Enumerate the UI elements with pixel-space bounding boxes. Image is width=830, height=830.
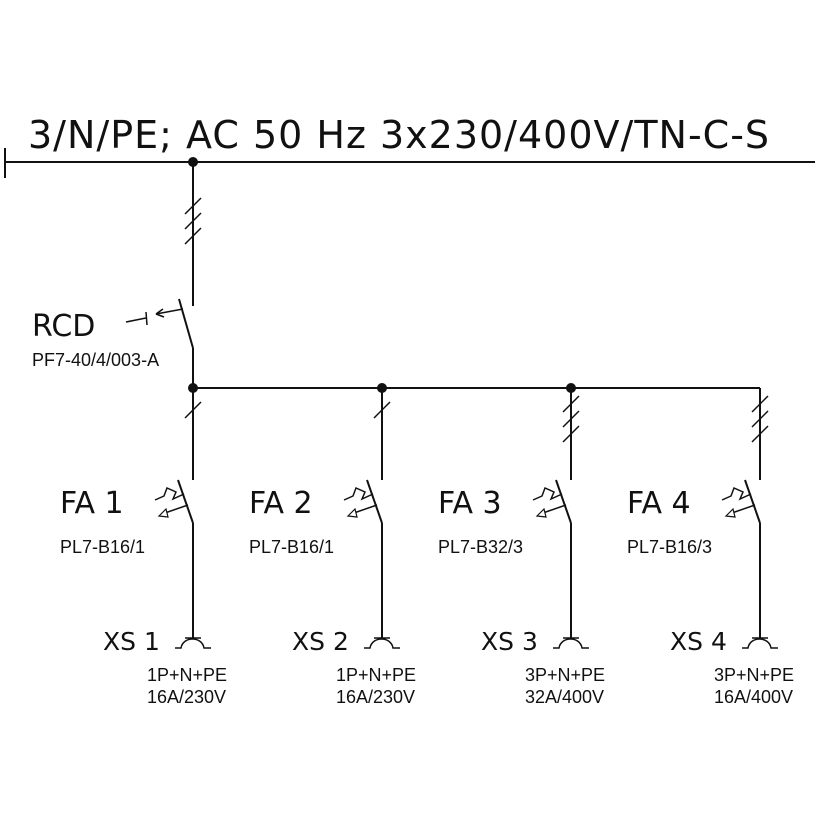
socket-type: 3P+N+PE [525, 665, 605, 685]
conductor-slash [184, 401, 202, 419]
socket-outlet-icon [742, 637, 778, 649]
rcd-feeder: RCD PF7-40/4/003-A [32, 162, 202, 388]
breaker-label: FA 3 [438, 486, 502, 521]
trip-arrow-icon [157, 507, 169, 518]
supply-label: 3/N/PE; AC 50 Hz 3x230/400V/TN-C-S [28, 113, 770, 157]
breaker-switch-blade [744, 479, 761, 524]
conductor-slash [562, 425, 580, 443]
breaker-model: PL7-B16/1 [249, 537, 334, 557]
socket-outlet-icon [364, 637, 400, 649]
breaker-model: PL7-B16/1 [60, 537, 145, 557]
conductor-slash [751, 425, 769, 443]
breaker-label: FA 1 [60, 486, 124, 521]
conductor-slash [562, 395, 580, 413]
socket-label: XS 2 [292, 627, 349, 656]
socket-type: 1P+N+PE [336, 665, 416, 685]
rcd-model: PF7-40/4/003-A [32, 350, 159, 370]
socket-outlet-icon [553, 637, 589, 649]
trip-arrow-icon [724, 507, 736, 518]
conductor-slash [184, 197, 202, 215]
breaker-label: FA 4 [627, 486, 691, 521]
breaker-switch-blade [177, 479, 194, 524]
rcd-trip-mechanism [125, 308, 184, 326]
rcd-label: RCD [32, 309, 95, 344]
socket-outlet-icon [175, 637, 211, 649]
conductor-slash [751, 410, 769, 428]
socket-label: XS 3 [481, 627, 538, 656]
conductor-slash [751, 395, 769, 413]
socket-rating: 16A/230V [336, 687, 415, 707]
breaker-switch-blade [555, 479, 572, 524]
conductor-slash [184, 212, 202, 230]
rcd-switch-blade [178, 298, 194, 349]
breaker-model: PL7-B32/3 [438, 537, 523, 557]
conductor-slash [184, 227, 202, 245]
conductor-slash [562, 410, 580, 428]
breaker-model: PL7-B16/3 [627, 537, 712, 557]
socket-type: 1P+N+PE [147, 665, 227, 685]
socket-rating: 32A/400V [525, 687, 604, 707]
socket-type: 3P+N+PE [714, 665, 794, 685]
conductor-slash [373, 401, 391, 419]
conductor-count-marks [184, 197, 202, 245]
socket-label: XS 4 [670, 627, 727, 656]
trip-arrow-icon [346, 507, 358, 518]
trip-arrow-icon [535, 507, 547, 518]
socket-rating: 16A/400V [714, 687, 793, 707]
breaker-label: FA 2 [249, 486, 313, 521]
socket-label: XS 1 [103, 627, 160, 656]
socket-rating: 16A/230V [147, 687, 226, 707]
breaker-switch-blade [366, 479, 383, 524]
